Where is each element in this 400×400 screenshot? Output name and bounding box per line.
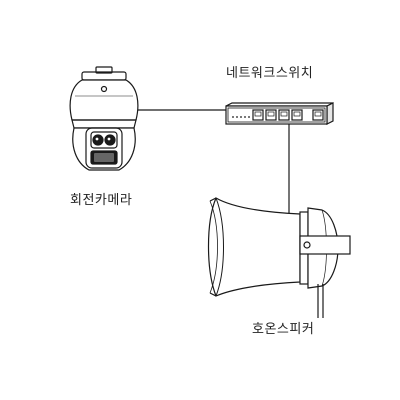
ptz-camera-label: 회전카메라 <box>70 193 133 208</box>
horn-speaker-icon <box>207 197 351 318</box>
ptz-camera-icon <box>69 66 139 171</box>
horn-speaker-label: 호온스피커 <box>252 322 315 337</box>
network-switch-icon <box>225 102 334 125</box>
connection-lines <box>133 109 290 214</box>
network-switch-label: 네트워크스위치 <box>226 66 314 81</box>
